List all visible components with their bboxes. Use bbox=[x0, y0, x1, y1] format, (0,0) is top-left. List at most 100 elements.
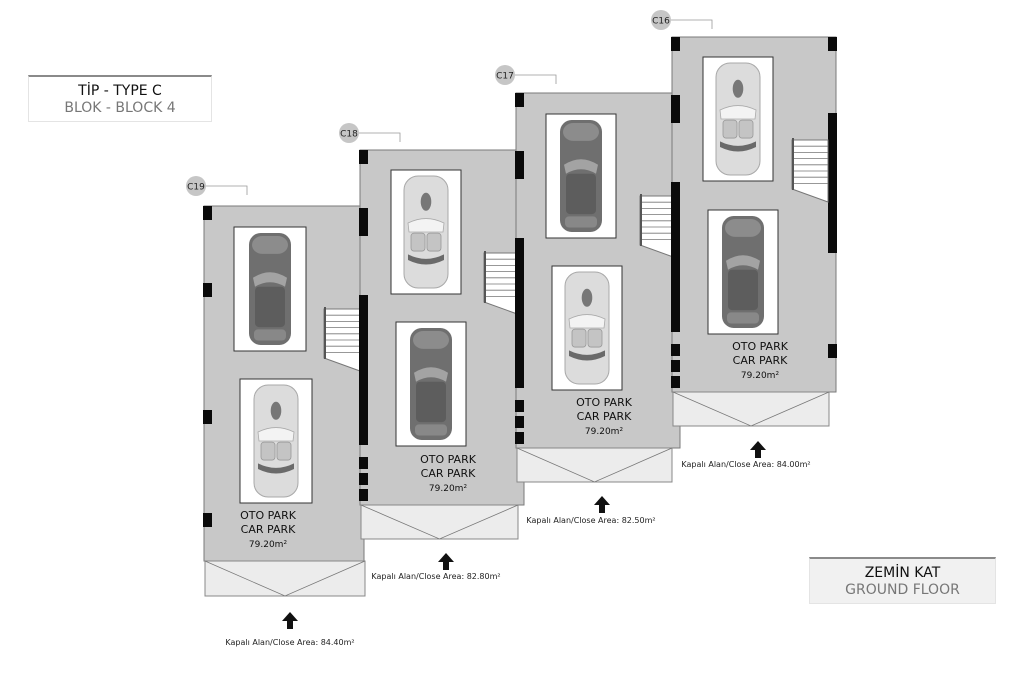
sedan-car-icon bbox=[410, 328, 452, 440]
car-trunk-edge bbox=[258, 463, 294, 474]
wall-column bbox=[671, 360, 680, 372]
sedan-car-icon bbox=[722, 216, 764, 328]
driveway-area bbox=[204, 560, 366, 597]
car-seat-right bbox=[426, 232, 442, 252]
staircase bbox=[639, 194, 677, 259]
wall-column bbox=[515, 238, 524, 388]
car-hood bbox=[725, 219, 761, 237]
car-ornament bbox=[732, 79, 744, 98]
driveway-area bbox=[360, 504, 519, 540]
car-park-label-en: CAR PARK bbox=[241, 523, 296, 536]
block-title: BLOK - BLOCK 4 bbox=[64, 100, 176, 116]
car-ornament bbox=[581, 288, 593, 307]
car-windshield bbox=[253, 272, 287, 287]
car-windshield bbox=[568, 314, 606, 329]
car-seat-right bbox=[738, 119, 754, 139]
badge-leader-line bbox=[669, 19, 713, 29]
car-park-label-en: CAR PARK bbox=[421, 467, 476, 480]
wall-column bbox=[515, 416, 524, 428]
car-trunk-edge bbox=[720, 141, 756, 152]
car-park-label-tr: OTO PARK bbox=[732, 340, 789, 353]
car-rear-window bbox=[727, 312, 759, 324]
wall-column bbox=[828, 113, 837, 253]
driveway-slope-lines bbox=[204, 560, 366, 597]
car-trunk-edge bbox=[569, 350, 605, 361]
unit-badge bbox=[651, 10, 671, 30]
driveway-slope-lines bbox=[360, 504, 519, 540]
floor-title-tr: ZEMİN KAT bbox=[864, 565, 941, 581]
unit-id-label: C16 bbox=[652, 17, 670, 27]
wall-column bbox=[203, 283, 212, 297]
car-roof bbox=[255, 286, 285, 328]
badge-leader-line bbox=[204, 185, 248, 195]
sedan-car-icon bbox=[560, 120, 602, 232]
parking-space bbox=[545, 113, 617, 239]
parking-space bbox=[551, 265, 623, 391]
car-park-area: 79.20m² bbox=[741, 371, 780, 381]
wall-column bbox=[359, 295, 368, 445]
parking-space bbox=[390, 169, 462, 295]
car-roof bbox=[566, 173, 596, 215]
close-area-label: Kapalı Alan/Close Area: 84.40m² bbox=[225, 638, 354, 647]
car-hood bbox=[413, 331, 449, 349]
unit-badge bbox=[339, 123, 359, 143]
car-rear-window bbox=[565, 216, 597, 228]
car-park-label-en: CAR PARK bbox=[733, 354, 788, 367]
entrance-arrow-icon bbox=[282, 612, 298, 629]
wall-column bbox=[828, 37, 837, 51]
type-block-title-box: TİP - TYPE C BLOK - BLOCK 4 bbox=[28, 75, 212, 122]
unit-badge bbox=[186, 176, 206, 196]
car-park-area: 79.20m² bbox=[429, 484, 468, 494]
car-windshield bbox=[414, 367, 448, 382]
unit-badge bbox=[495, 65, 515, 85]
parking-space bbox=[395, 321, 467, 447]
convertible-car-icon bbox=[403, 175, 449, 289]
parking-space bbox=[239, 378, 313, 504]
car-roof bbox=[728, 269, 758, 311]
car-seat-right bbox=[276, 441, 292, 461]
entrance-arrow-icon bbox=[438, 553, 454, 570]
car-rear-window bbox=[254, 329, 286, 341]
wall-column bbox=[203, 513, 212, 527]
car-windshield bbox=[257, 427, 295, 442]
car-hood bbox=[563, 123, 599, 141]
badge-leader-line bbox=[357, 132, 401, 142]
wall-column bbox=[203, 410, 212, 424]
car-park-label-tr: OTO PARK bbox=[576, 396, 633, 409]
wall-column bbox=[671, 182, 680, 332]
car-rear-window bbox=[415, 424, 447, 436]
car-windshield bbox=[407, 218, 445, 233]
badge-leader-line bbox=[513, 74, 557, 84]
car-ornament bbox=[270, 401, 282, 420]
floor-title-en: GROUND FLOOR bbox=[845, 582, 960, 598]
car-windshield bbox=[719, 105, 757, 120]
car-windshield bbox=[564, 159, 598, 174]
car-park-area: 79.20m² bbox=[585, 427, 624, 437]
car-park-label-tr: OTO PARK bbox=[420, 453, 477, 466]
wall-column bbox=[515, 400, 524, 412]
close-area-label: Kapalı Alan/Close Area: 84.00m² bbox=[681, 460, 810, 469]
wall-column bbox=[828, 344, 837, 358]
unit-id-label: C19 bbox=[187, 183, 205, 193]
wall-column bbox=[515, 432, 524, 444]
wall-column bbox=[671, 344, 680, 356]
wall-column bbox=[203, 206, 212, 220]
convertible-car-icon bbox=[253, 384, 299, 498]
close-area-label: Kapalı Alan/Close Area: 82.80m² bbox=[371, 572, 500, 581]
car-park-label-tr: OTO PARK bbox=[240, 509, 297, 522]
staircase bbox=[791, 138, 829, 203]
car-park-label-en: CAR PARK bbox=[577, 410, 632, 423]
staircase bbox=[483, 251, 521, 316]
driveway-slope-lines bbox=[672, 391, 830, 427]
close-area-label: Kapalı Alan/Close Area: 82.50m² bbox=[526, 516, 655, 525]
driveway-area bbox=[672, 391, 830, 427]
driveway-slope-lines bbox=[516, 447, 673, 483]
parking-space bbox=[233, 226, 307, 352]
car-seat-left bbox=[260, 441, 276, 461]
car-hood bbox=[252, 236, 288, 254]
car-seat-right bbox=[587, 328, 603, 348]
